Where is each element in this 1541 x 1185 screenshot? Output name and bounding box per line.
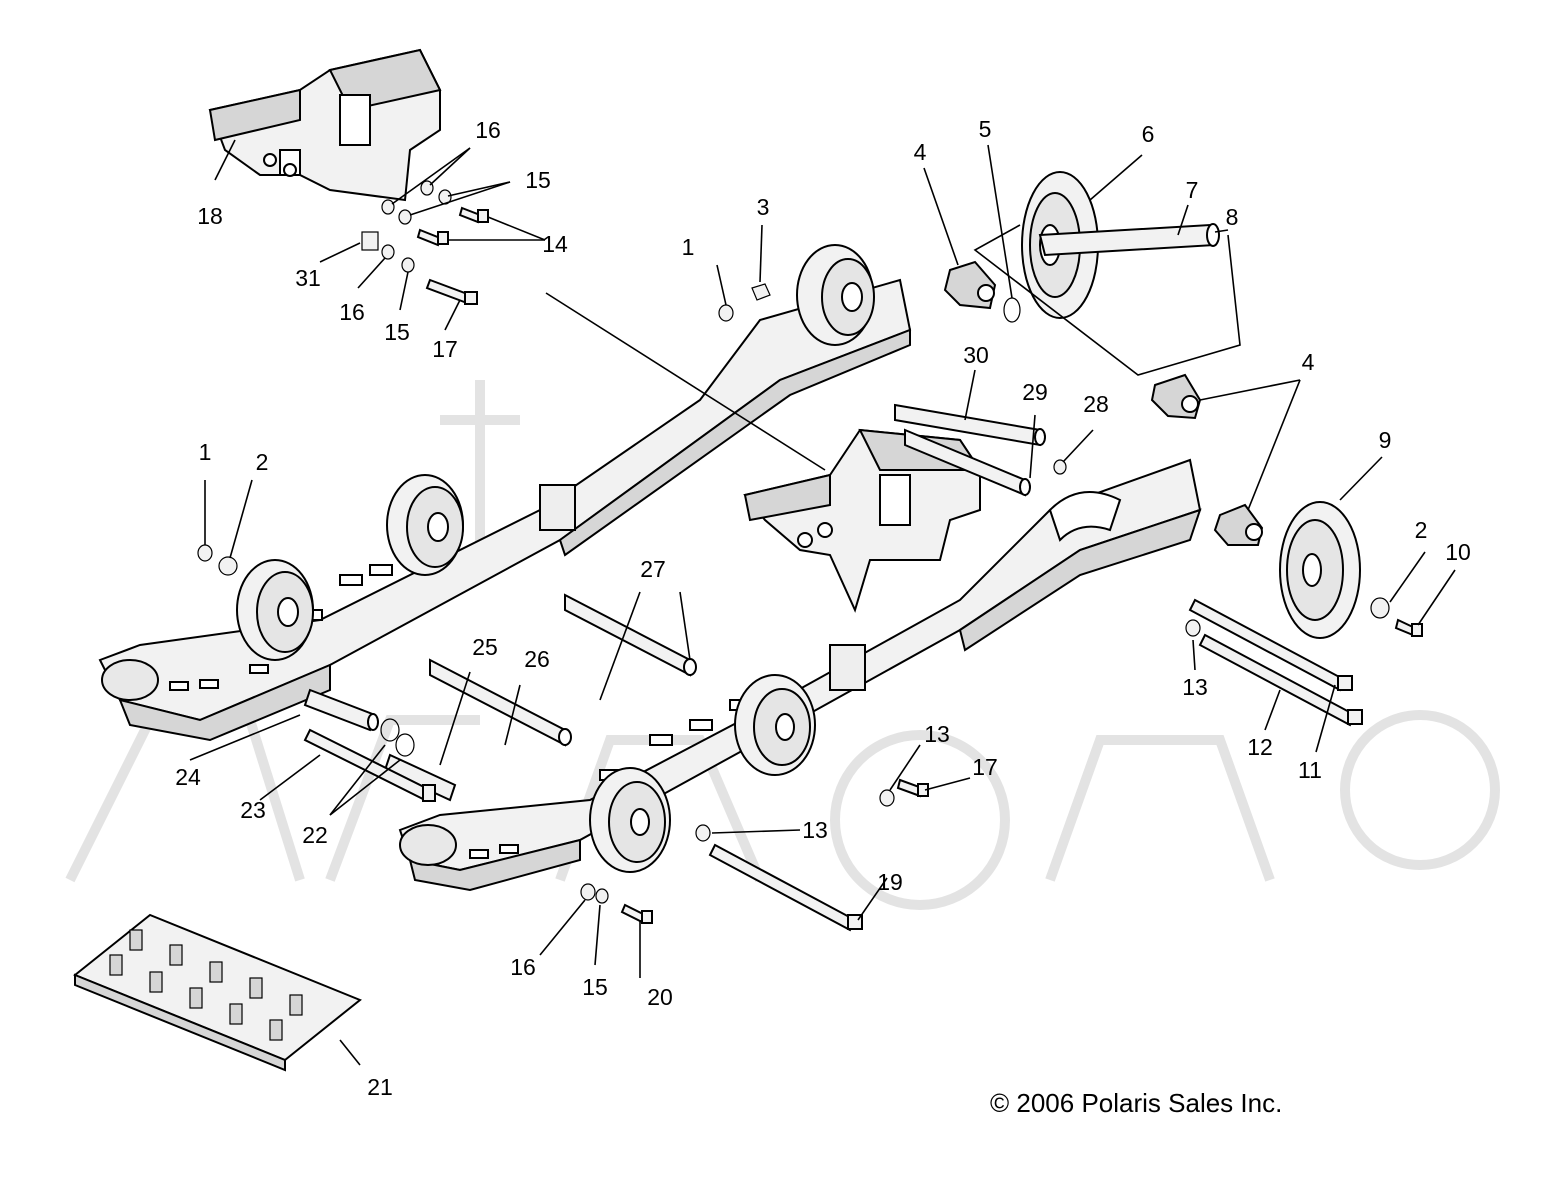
callout-label: 26 xyxy=(524,646,550,672)
idler-wheel-top xyxy=(796,244,875,346)
callout-label: 20 xyxy=(647,984,673,1010)
idler-wheel-right-center xyxy=(734,674,816,776)
callout-label: 4 xyxy=(1302,349,1315,375)
callout-label: 28 xyxy=(1083,391,1109,417)
bolt-10 xyxy=(1394,618,1423,637)
callout-label: 14 xyxy=(542,231,568,257)
callout-label: 18 xyxy=(197,203,223,229)
washer-22-a xyxy=(380,718,400,742)
callout-label: 5 xyxy=(979,116,992,142)
idler-wheel-right-front xyxy=(589,767,671,873)
bolt-14-a xyxy=(458,206,489,224)
callout-label: 17 xyxy=(972,754,998,780)
bolt-12 xyxy=(1198,633,1363,727)
washer-22-b xyxy=(395,733,415,757)
idler-wheel-9 xyxy=(1279,501,1361,639)
callout-label: 23 xyxy=(240,797,266,823)
callout-label: 2 xyxy=(256,449,269,475)
callout-label: 15 xyxy=(582,974,608,1000)
right-rail xyxy=(398,458,1202,892)
idler-wheel-left-front xyxy=(236,559,314,661)
callout-label: 4 xyxy=(914,139,927,165)
shaft-29 xyxy=(904,428,1031,497)
callout-label: 13 xyxy=(1182,674,1208,700)
snap-ring-5 xyxy=(1003,297,1021,323)
bearing-housing-4-mid xyxy=(1150,373,1202,420)
callout-label: 2 xyxy=(1415,517,1428,543)
shaft-23 xyxy=(303,728,436,802)
bearing-housing-4-top xyxy=(943,260,997,310)
bumper-assembly-top xyxy=(208,48,442,202)
callout-label: 12 xyxy=(1247,734,1273,760)
callout-label: 8 xyxy=(1226,204,1239,230)
callout-label: 16 xyxy=(339,299,365,325)
callout-label: 24 xyxy=(175,764,201,790)
leader-lines xyxy=(189,139,1456,1066)
bolt-17-mid xyxy=(896,778,929,798)
callout-labels: 1 2 1 3 4 5 6 7 8 4 9 2 10 11 12 13 13 1… xyxy=(175,116,1471,1100)
callout-label: 22 xyxy=(302,822,328,848)
callout-label: 16 xyxy=(475,117,501,143)
shaft-27 xyxy=(564,593,697,677)
axle-7 xyxy=(1038,223,1220,257)
callout-label: 19 xyxy=(877,869,903,895)
callout-label: 6 xyxy=(1142,121,1155,147)
callout-label: 29 xyxy=(1022,379,1048,405)
callout-label: 3 xyxy=(757,194,770,220)
callout-label: 27 xyxy=(640,556,666,582)
callout-label: 1 xyxy=(682,234,695,260)
copyright-text: © 2006 Polaris Sales Inc. xyxy=(990,1088,1282,1118)
shaft-26 xyxy=(429,658,572,747)
callout-label: 7 xyxy=(1186,177,1199,203)
callout-label: 15 xyxy=(384,319,410,345)
callout-label: 11 xyxy=(1298,757,1322,783)
shaft-25 xyxy=(383,753,457,802)
bearing-housing-4-low xyxy=(1213,503,1264,546)
shaft-24 xyxy=(303,688,379,732)
callout-label: 10 xyxy=(1445,539,1471,565)
callout-label: 13 xyxy=(802,817,828,843)
slide-plate-21 xyxy=(73,913,362,1072)
left-rail xyxy=(98,278,912,742)
bolt-14-b xyxy=(416,228,449,247)
bolt-11 xyxy=(1188,598,1353,692)
shaft-30 xyxy=(894,403,1046,447)
bolt-17-top xyxy=(425,278,478,305)
callout-label: 25 xyxy=(472,634,498,660)
callout-label: 16 xyxy=(510,954,536,980)
idler-wheel-left-rear xyxy=(386,474,464,576)
callout-label: 15 xyxy=(525,167,551,193)
callout-label: 17 xyxy=(432,336,458,362)
bolt-20 xyxy=(620,903,653,924)
callout-label: 1 xyxy=(199,439,212,465)
callout-label: 30 xyxy=(963,342,989,368)
callout-label: 21 xyxy=(367,1074,393,1100)
callout-label: 9 xyxy=(1379,427,1392,453)
callout-label: 31 xyxy=(295,265,321,291)
callout-label: 13 xyxy=(924,721,950,747)
